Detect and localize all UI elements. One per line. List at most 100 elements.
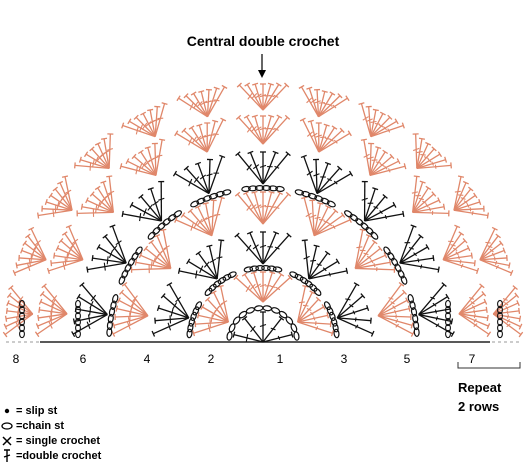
row7-dc [59,182,73,211]
row6-dc [458,313,488,319]
row7-dc-top [518,323,523,330]
row2-dc-top [196,312,200,319]
row6-dc [133,155,157,176]
row3-dc-bar [322,267,327,272]
row1-dc-top [232,331,236,338]
row7-dc [4,313,34,336]
row7-dc-top [462,180,469,185]
row6-dc [411,176,418,213]
row7-dc-top [190,91,197,96]
row5-dc-bar [313,173,320,177]
row7-dc [262,83,272,111]
row6-dc-top [89,191,95,197]
row5-dc [92,257,127,264]
row3-dc [308,245,318,280]
row5-dc-bar [420,264,423,269]
row7-dc [479,228,496,261]
row4-dc-top [398,281,405,287]
row6-dc-top [61,231,68,236]
row7-dc-top [372,108,379,112]
row6-dc-bar [97,201,101,210]
row7-dc [262,84,280,111]
row7-dc-top [183,93,189,99]
row7-dc-top [275,82,282,87]
row6-dc-top [251,114,258,118]
row7-dc-bar [251,93,258,99]
row2-dc [244,274,264,303]
row5-dc [399,257,434,264]
row4-dc [354,235,370,269]
row6-dc-top [37,314,40,322]
row5-chain [400,275,408,285]
row7-dc [370,113,384,137]
row3-dc [336,295,364,319]
row7-dc-bar [138,124,144,132]
row2-dc-top [309,290,316,295]
row5-chain [152,226,161,235]
row6-dc-top [360,138,367,141]
row3-dc-bar [316,263,322,266]
row7-dc-bar [193,101,199,109]
row5-dc-top [219,154,226,159]
row4-dc-top [202,202,209,205]
edge-chain [497,329,503,339]
row4-dc [377,291,405,317]
row4-dc [377,283,402,317]
row3-dc [236,234,264,265]
row7-dc-top [3,323,8,330]
row7-dc-bar [56,201,60,210]
edge-chain [75,329,81,339]
row6-dc-top [470,252,473,259]
row7-dc [254,83,264,111]
row3-dc [216,240,222,279]
row4-dc-top [115,305,119,312]
row4-dc [354,247,381,269]
row1-dc [244,317,264,343]
row7-dc-bar [506,314,510,319]
row3-dc [187,260,218,280]
row4-dc-top [121,281,128,287]
row6-dc-top [485,306,488,313]
row5-dc-top [109,224,116,228]
row6-dc-top [188,125,195,130]
row3-chain [261,265,271,272]
row6-dc [369,143,372,176]
row1-dc-bar [259,323,267,328]
row7-dc-bar [362,116,369,121]
row5-chain [110,300,117,310]
row5-dc-top [445,293,450,300]
row7-dc-bar [16,312,20,321]
row3-chain [188,317,195,327]
row6-dc-bar [274,127,279,131]
row4-dc [354,229,364,269]
row6-dc-top [212,119,219,123]
row4-dc [355,261,391,270]
row7-dc-top [25,233,31,239]
row7-dc-top [6,292,12,299]
row2-dc-bar [254,283,262,289]
row7-dc-bar [200,100,208,106]
row7-dc [416,138,423,169]
row6-dc [206,119,224,153]
row5-dc-bar [333,180,338,185]
row7-dc [129,120,156,138]
row5-dc [418,308,451,316]
row7-dc-top [502,247,506,254]
row7-dc-bar [466,203,470,208]
row5-dc-top [86,266,89,273]
row3-dc-top [246,231,253,235]
row6-dc [412,187,429,213]
row7-dc [308,87,320,117]
row7-dc [492,287,516,315]
row7-dc-bar [378,124,384,128]
row7-dc-bar [506,318,510,324]
row4-dc-bar [130,299,136,307]
row6-dc-top [131,153,137,160]
edge-chain [19,329,25,339]
row2-dc-top [217,284,224,288]
row7-dc-top [329,91,336,96]
row4-dc [156,235,172,269]
row5-chain [190,200,200,208]
chain-stitch-icon [1,421,13,430]
row6-dc-bar [259,127,267,131]
